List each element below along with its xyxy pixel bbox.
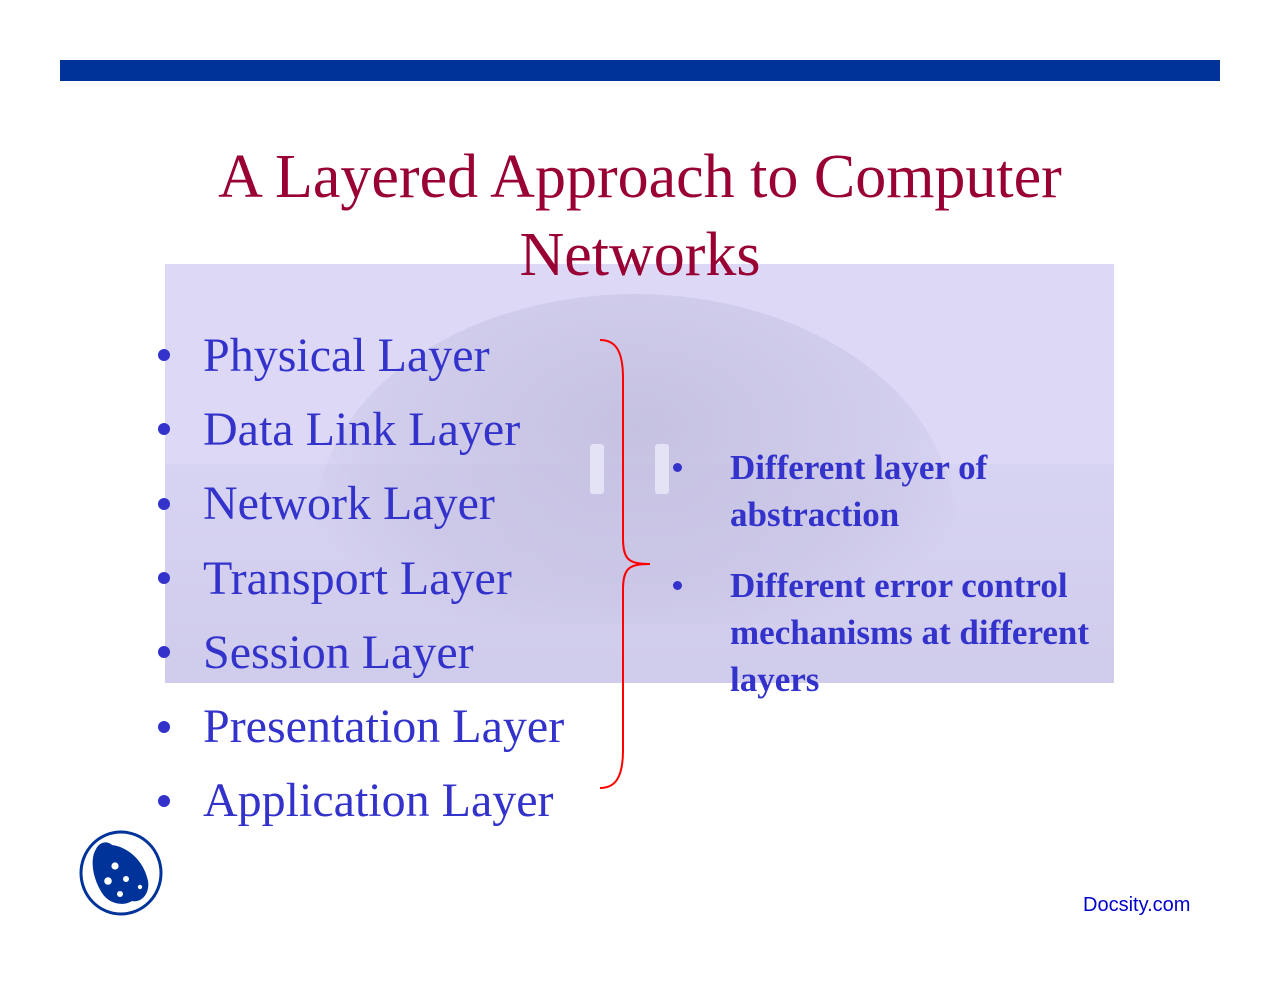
list-item: Application Layer	[155, 764, 564, 838]
bullet-icon	[158, 423, 170, 436]
list-item: Network Layer	[155, 467, 564, 541]
top-accent-bar	[60, 60, 1220, 81]
docsity-brand-text: Docsity.com	[1083, 894, 1191, 916]
bullet-icon	[673, 463, 682, 472]
list-item: Session Layer	[155, 615, 564, 689]
right-curly-brace-icon	[599, 339, 651, 789]
title-line-2: Networks	[519, 221, 761, 289]
door-shape	[590, 444, 604, 494]
bullet-icon	[158, 572, 170, 585]
layer-label: Data Link Layer	[203, 402, 521, 456]
note-item: Different layer of abstraction	[665, 444, 1135, 538]
note-text: Different error control mechanisms at di…	[730, 566, 1090, 699]
bullet-icon	[158, 720, 170, 733]
list-item: Physical Layer	[155, 318, 564, 392]
bullet-icon	[158, 497, 170, 510]
layer-label: Transport Layer	[203, 551, 512, 605]
ladybug-logo-icon	[79, 830, 163, 916]
slide-title: A Layered Approach to Computer Networks	[0, 138, 1280, 294]
layer-label: Application Layer	[203, 774, 554, 828]
list-item: Data Link Layer	[155, 392, 564, 466]
ground-silhouette	[165, 464, 1114, 683]
notes-list: Different layer of abstraction Different…	[665, 444, 1135, 727]
title-line-1: A Layered Approach to Computer	[218, 143, 1062, 211]
layer-list: Physical Layer Data Link Layer Network L…	[155, 318, 564, 838]
bullet-icon	[158, 349, 170, 362]
door-shape	[655, 444, 669, 494]
bullet-icon	[673, 581, 682, 590]
bullet-icon	[158, 794, 170, 807]
note-item: Different error control mechanisms at di…	[665, 562, 1135, 703]
layer-label: Physical Layer	[203, 328, 490, 382]
note-text: Different layer of abstraction	[730, 448, 988, 534]
layer-label: Session Layer	[203, 625, 474, 679]
list-item: Transport Layer	[155, 541, 564, 615]
background-photo	[165, 264, 1114, 683]
bullet-icon	[158, 646, 170, 659]
layer-label: Network Layer	[203, 477, 495, 531]
list-item: Presentation Layer	[155, 689, 564, 763]
layer-label: Presentation Layer	[203, 700, 565, 754]
